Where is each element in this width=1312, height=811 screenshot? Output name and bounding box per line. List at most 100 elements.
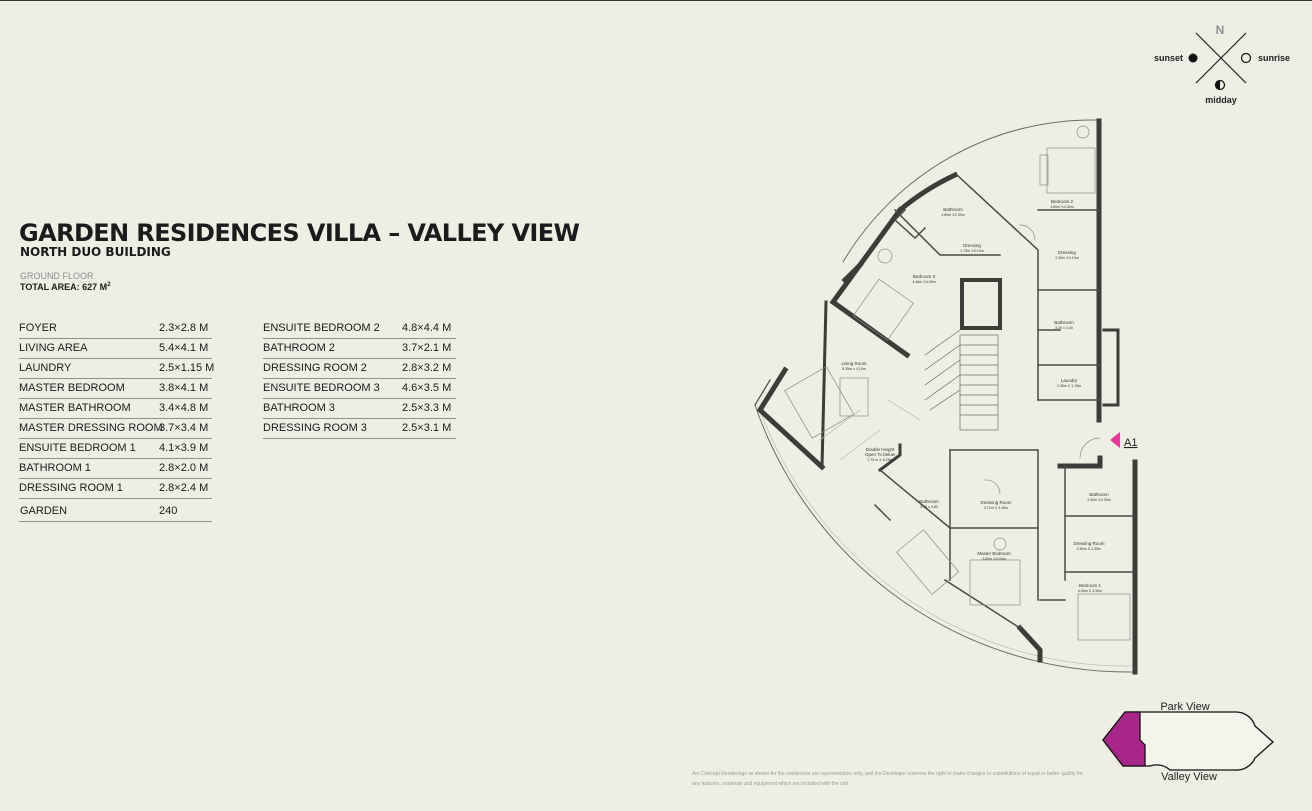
staircase <box>924 329 999 431</box>
valley-view-label: Valley View <box>1161 771 1217 783</box>
wall <box>878 468 951 581</box>
key-plan: Park View Valley View <box>1102 701 1274 783</box>
room-size: 2.8×2.4 M <box>159 482 209 494</box>
furniture <box>784 125 1131 641</box>
compass-north-label: N <box>1216 23 1225 37</box>
stair-block <box>959 334 999 431</box>
wall <box>949 449 1039 601</box>
chair <box>877 248 893 264</box>
room-size: 2.5×1.15 M <box>159 362 215 374</box>
total-area-sup: 2 <box>107 282 111 288</box>
plan-label: Double Height <box>866 447 895 452</box>
plan-label: Dressing <box>963 243 981 248</box>
room-row: BATHROOM 2 3.7×2.1 M <box>263 339 456 359</box>
room-size: 2.3×2.8 M <box>159 322 209 334</box>
room-name: BATHROOM 3 <box>263 402 335 414</box>
wall <box>873 503 892 522</box>
room-name: MASTER BEDROOM <box>19 382 125 394</box>
page-subtitle: NORTH DUO BUILDING <box>20 245 171 259</box>
midday-icon <box>1214 79 1226 91</box>
room-row: ENSUITE BEDROOM 2 4.8×4.4 M <box>263 319 456 339</box>
wall <box>893 208 927 240</box>
plan-dim: 3.35 x 4.80 <box>920 505 938 509</box>
plan-label: Bedroom 3 <box>913 274 936 279</box>
room-row: MASTER BATHROOM 3.4×4.8 M <box>19 399 212 419</box>
plan-label: Bathroom <box>1054 320 1074 325</box>
plan-label: Bedroom 1 <box>1079 583 1102 588</box>
sunset-icon <box>1188 53 1198 63</box>
unit-marker-label: A1 <box>1124 437 1137 449</box>
room-name: MASTER BATHROOM <box>19 402 131 414</box>
key-plan-highlight <box>1102 711 1146 767</box>
plan-dim: 2.75 m X 8.25m <box>867 458 892 462</box>
park-view-label: Park View <box>1160 701 1209 713</box>
plan-dim: 2.60m X 2.35m <box>1077 547 1101 551</box>
midday-icon-half <box>1215 80 1220 90</box>
plan-label: Open To below <box>865 452 896 457</box>
plan-label: Laundry <box>1061 378 1078 383</box>
wall <box>949 449 1039 529</box>
plan-label: Dressing <box>1058 250 1076 255</box>
plan-dim: 4.80m X4.40m <box>1050 205 1073 209</box>
room-name: BATHROOM 2 <box>263 342 335 354</box>
total-area: TOTAL AREA: 627 M2 <box>20 282 111 292</box>
plan-dim: 4.05m X 3.90m <box>1078 589 1102 593</box>
sunset-label: sunset <box>1154 53 1183 63</box>
outer-arc <box>842 119 1099 263</box>
room-size: 2.5×3.3 M <box>402 402 452 414</box>
wall <box>960 278 1002 330</box>
bed-bedroom3 <box>852 278 914 341</box>
top-border <box>0 0 1312 1</box>
room-name: ENSUITE BEDROOM 2 <box>263 322 380 334</box>
plant <box>993 537 1007 551</box>
plan-label: Bathroom <box>1089 492 1109 497</box>
stair-treads-diag <box>924 329 961 411</box>
wall <box>955 173 1039 401</box>
room-name: BATHROOM 1 <box>19 462 91 474</box>
main-walls <box>756 118 1138 675</box>
plan-dim: 3.71m X 3.40m <box>984 506 1008 510</box>
plan-dim: 3.20 x 2.40 <box>1055 326 1073 330</box>
wall <box>893 208 1001 256</box>
room-name: LAUNDRY <box>19 362 72 374</box>
coffee-table <box>839 377 869 417</box>
wall <box>841 261 864 284</box>
plan-label: Bathroom <box>943 207 963 212</box>
room-name: ENSUITE BEDROOM 1 <box>19 442 136 454</box>
room-row: BATHROOM 3 2.5×3.3 M <box>263 399 456 419</box>
room-size: 2.5×3.1 M <box>402 422 452 434</box>
room-name: LIVING AREA <box>19 342 88 354</box>
room-size: 4.8×4.4 M <box>402 322 452 334</box>
dashed-void <box>819 399 921 461</box>
plan-label: Master Bedroom <box>977 551 1011 556</box>
door-swing <box>1019 224 1036 241</box>
door-swing <box>984 479 1001 495</box>
plan-label: Bathroom <box>919 499 939 504</box>
plan-dim: 4.46m X4.05m <box>912 280 935 284</box>
unit-marker-icon <box>1110 432 1120 448</box>
sofa <box>784 366 855 439</box>
room-size: 3.7×2.1 M <box>402 342 452 354</box>
room-size: 2.8×3.2 M <box>402 362 452 374</box>
wall <box>756 366 826 471</box>
plan-dim: 2.40m X2.00m <box>1087 498 1110 502</box>
room-row: LAUNDRY 2.5×1.15 M <box>19 359 215 379</box>
room-size: 4.1×3.9 M <box>159 442 209 454</box>
floor-plan: Bathroom 2.60m X2.30m Dressing 2.75m X3.… <box>754 118 1138 675</box>
total-area-label: TOTAL AREA: 627 M <box>20 282 108 292</box>
floor-label: GROUND FLOOR <box>20 271 94 281</box>
interior-walls <box>873 173 1136 630</box>
plan-dim: 2.45m X 1.15m <box>1057 384 1081 388</box>
plan-dim: 2.75m X3.10m <box>960 249 983 253</box>
sunrise-label: sunrise <box>1258 53 1290 63</box>
room-size: 3.4×4.8 M <box>159 402 209 414</box>
room-size: 240 <box>159 505 178 517</box>
room-name: FOYER <box>19 322 57 334</box>
room-row: ENSUITE BEDROOM 1 4.1×3.9 M <box>19 439 212 459</box>
